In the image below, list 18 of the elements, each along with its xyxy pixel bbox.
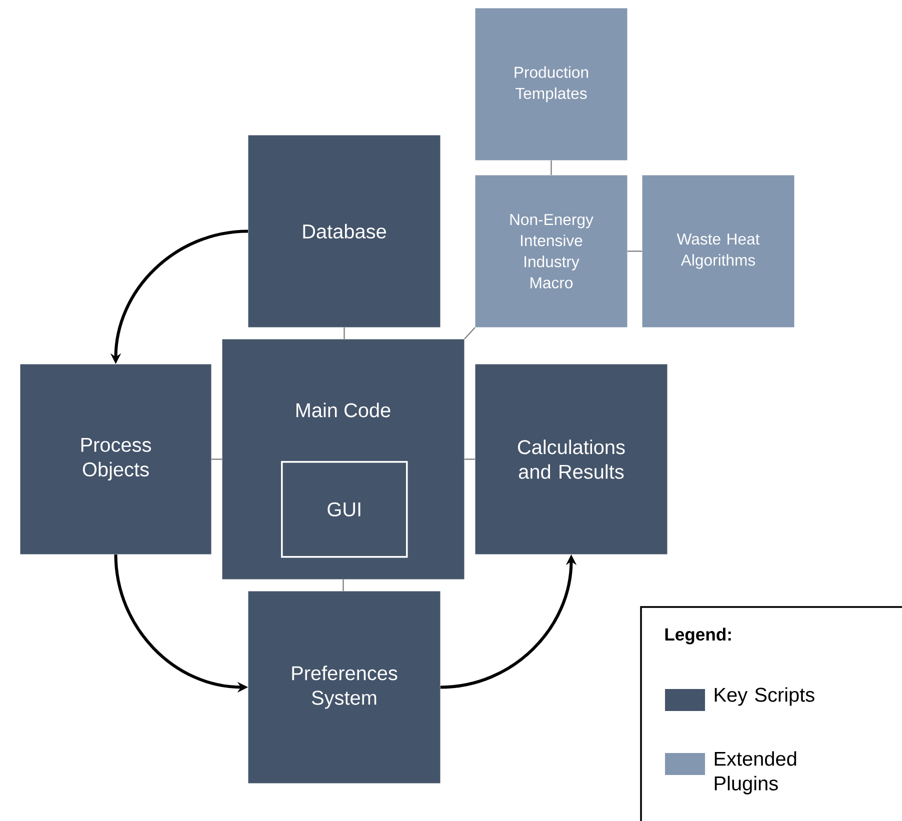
connector-line <box>211 458 222 460</box>
plugin-box: Non-Energy Intensive Industry Macro <box>475 175 628 328</box>
plugin-box: Waste Heat Algorithms <box>642 175 794 328</box>
script-box: Process Objects <box>20 364 212 554</box>
script-box: Preferences System <box>248 591 440 784</box>
script-box: Calculations and Results <box>475 364 668 554</box>
connector-line <box>344 327 345 339</box>
connector-line <box>464 458 475 460</box>
legend-title: Legend: <box>665 628 731 644</box>
plugin-box: Production Templates <box>475 8 628 160</box>
legend-label: Extended Plugins <box>714 751 796 794</box>
legend-label: Key Scripts <box>714 687 814 706</box>
script-box: Database <box>248 135 440 328</box>
connector-line <box>550 160 552 175</box>
connector-line <box>464 327 476 340</box>
connector-line <box>342 579 344 591</box>
connector-line <box>627 250 642 252</box>
gui-box: GUI <box>281 461 408 558</box>
